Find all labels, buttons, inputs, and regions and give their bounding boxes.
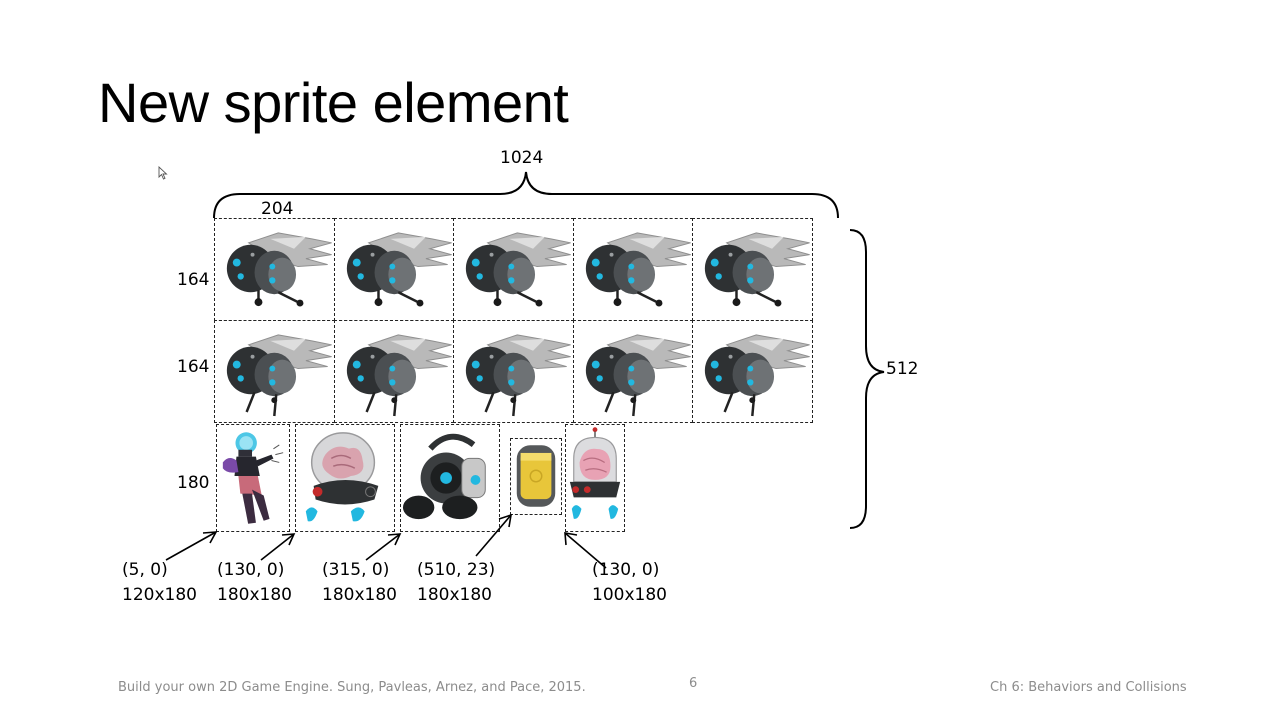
sprite-size: 100x180 bbox=[592, 585, 667, 605]
robot-sprite-icon bbox=[466, 334, 571, 417]
sprite-coord: (5, 0) bbox=[122, 560, 168, 580]
page-number: 6 bbox=[689, 676, 698, 691]
sprite-cell-pink-brain-jar bbox=[565, 424, 625, 532]
sprite-coord: (130, 0) bbox=[592, 560, 660, 580]
slide-title: New sprite element bbox=[98, 71, 569, 134]
sprite-cell-brain-portal bbox=[295, 424, 395, 532]
footer-citation: Build your own 2D Game Engine. Sung, Pav… bbox=[118, 680, 586, 695]
robot-sprite-icon bbox=[705, 334, 811, 417]
robot-sprite-cell bbox=[692, 320, 813, 423]
sprite-cell-yellow-capsule bbox=[510, 438, 562, 515]
robot-sprite-cell bbox=[453, 218, 574, 321]
pink-brain-jar-icon bbox=[569, 427, 621, 519]
sprite-cell-hero bbox=[216, 424, 290, 532]
sprite-label-hero: (5, 0) 120x180 bbox=[122, 558, 197, 608]
robot-sprite-icon bbox=[346, 334, 452, 417]
sprite-label-yellow-capsule: (510, 23) 180x180 bbox=[417, 558, 495, 608]
height-label: 512 bbox=[886, 359, 919, 379]
width-label: 1024 bbox=[500, 148, 544, 168]
robot-sprite-icon bbox=[705, 232, 811, 307]
robot-sprite-cell bbox=[214, 218, 335, 321]
robot-sprite-icon bbox=[585, 232, 691, 307]
robot-sprite-cell bbox=[333, 218, 455, 321]
robot-sprite-icon bbox=[585, 334, 691, 417]
height-brace bbox=[849, 229, 885, 529]
robot-sprite-cell bbox=[572, 320, 694, 423]
dye-pack-robot-icon bbox=[402, 433, 486, 520]
robot-sprite-cell bbox=[333, 320, 455, 423]
cell-width-label: 204 bbox=[261, 199, 294, 219]
sprite-size: 120x180 bbox=[122, 585, 197, 605]
row-height-label-2: 164 bbox=[177, 357, 210, 377]
sprite-label-pink-brain-jar: (130, 0) 100x180 bbox=[592, 558, 667, 608]
sprite-size: 180x180 bbox=[217, 585, 292, 605]
brain-portal-icon bbox=[305, 432, 379, 522]
robot-sprite-cell bbox=[453, 320, 574, 423]
robot-sprite-cell bbox=[692, 218, 813, 321]
robot-sprite-icon bbox=[226, 232, 332, 307]
hero-icon bbox=[222, 432, 284, 524]
sprite-coord: (130, 0) bbox=[217, 560, 285, 580]
sprite-label-brain-portal: (130, 0) 180x180 bbox=[217, 558, 292, 608]
robot-sprite-icon bbox=[466, 232, 571, 307]
sprite-coord: (315, 0) bbox=[322, 560, 390, 580]
row-height-label-3: 180 bbox=[177, 473, 210, 493]
robot-sprite-icon bbox=[346, 232, 452, 307]
yellow-capsule-icon bbox=[516, 445, 556, 507]
sprite-size: 180x180 bbox=[417, 585, 492, 605]
mouse-cursor-icon bbox=[158, 166, 168, 180]
robot-sprite-cell bbox=[214, 320, 335, 423]
robot-sprite-cell bbox=[572, 218, 694, 321]
sprite-label-dye-pack-robot: (315, 0) 180x180 bbox=[322, 558, 397, 608]
row-height-label-1: 164 bbox=[177, 270, 210, 290]
sprite-size: 180x180 bbox=[322, 585, 397, 605]
width-brace bbox=[213, 171, 839, 219]
sprite-coord: (510, 23) bbox=[417, 560, 496, 580]
sprite-cell-dye-pack-robot bbox=[400, 424, 500, 532]
footer-chapter: Ch 6: Behaviors and Collisions bbox=[990, 680, 1187, 695]
robot-sprite-icon bbox=[226, 334, 332, 417]
